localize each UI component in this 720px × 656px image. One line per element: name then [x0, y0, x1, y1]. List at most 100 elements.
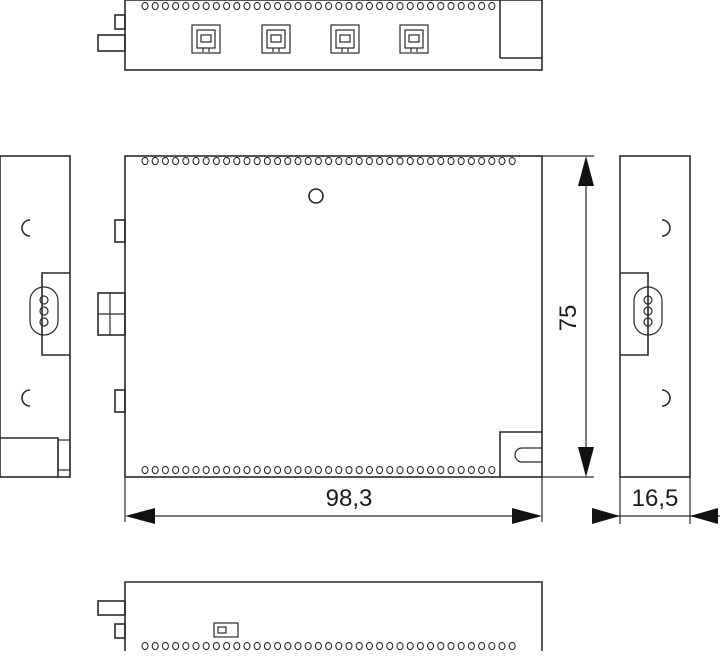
vent-hole — [437, 1, 445, 11]
vent-hole — [376, 641, 384, 651]
vent-hole — [386, 465, 394, 475]
vent-hole — [427, 1, 435, 11]
vent-hole — [212, 641, 220, 651]
bottom-view-left-plug — [97, 600, 126, 616]
bottom-view-vent-holes — [141, 641, 516, 651]
vent-hole — [274, 156, 282, 166]
vent-hole — [457, 641, 465, 651]
vent-hole — [508, 641, 516, 651]
vent-hole — [172, 641, 180, 651]
vent-hole — [447, 641, 455, 651]
vent-hole — [243, 156, 251, 166]
vent-hole — [396, 465, 404, 475]
right-view-pin — [643, 306, 653, 316]
vent-hole — [396, 641, 404, 651]
vent-hole — [467, 641, 475, 651]
socket — [191, 24, 221, 54]
socket-frame — [261, 24, 291, 54]
vent-hole — [467, 156, 475, 166]
vent-hole — [182, 156, 190, 166]
left-view-pin — [39, 295, 49, 305]
vent-hole — [294, 465, 302, 475]
vent-hole — [243, 465, 251, 475]
vent-hole — [192, 156, 200, 166]
vent-hole — [406, 641, 414, 651]
top-view-sockets — [191, 24, 429, 54]
vent-hole — [416, 156, 424, 166]
front-view-corner-bracket — [499, 431, 542, 477]
arrowhead — [125, 508, 155, 524]
vent-hole — [284, 641, 292, 651]
socket — [399, 24, 429, 54]
vent-hole — [192, 1, 200, 11]
vent-hole — [182, 465, 190, 475]
bottom-view-switch — [213, 622, 239, 638]
vent-hole — [325, 156, 333, 166]
vent-hole — [355, 641, 363, 651]
vent-hole — [304, 156, 312, 166]
vent-hole — [202, 156, 210, 166]
vent-hole — [325, 641, 333, 651]
vent-hole — [335, 465, 343, 475]
vent-hole — [365, 156, 373, 166]
vent-hole — [488, 465, 496, 475]
arrowhead — [592, 508, 620, 524]
socket — [261, 24, 291, 54]
socket-inner — [266, 29, 286, 49]
vent-hole — [223, 465, 231, 475]
vent-hole — [284, 465, 292, 475]
vent-hole — [478, 641, 486, 651]
socket-contact — [200, 34, 212, 43]
vent-hole — [202, 465, 210, 475]
vent-hole — [365, 641, 373, 651]
socket-frame — [330, 24, 360, 54]
dimension-width: 98,3 — [124, 477, 543, 524]
vent-hole — [253, 156, 261, 166]
vent-hole — [498, 156, 506, 166]
vent-hole — [141, 465, 149, 475]
vent-hole — [427, 156, 435, 166]
vent-hole — [386, 156, 394, 166]
vent-hole — [325, 1, 333, 11]
vent-hole — [182, 641, 190, 651]
vent-hole — [233, 1, 241, 11]
right-view-connector-housing — [620, 272, 649, 356]
vent-hole — [406, 156, 414, 166]
vent-hole — [488, 641, 496, 651]
left-view-pin — [39, 306, 49, 316]
vent-hole — [233, 641, 241, 651]
vent-hole — [182, 1, 190, 11]
socket-contact — [339, 34, 351, 43]
vent-hole — [314, 465, 322, 475]
vent-hole — [274, 1, 282, 11]
right-view-pin — [643, 295, 653, 305]
left-side-view — [0, 155, 71, 478]
vent-hole — [478, 465, 486, 475]
vent-hole — [345, 1, 353, 11]
vent-hole — [151, 465, 159, 475]
left-view-connector-oval — [29, 286, 59, 336]
vent-hole — [304, 465, 312, 475]
front-view-left-tab — [114, 389, 126, 413]
socket-inner — [335, 29, 355, 49]
vent-hole — [437, 641, 445, 651]
vent-hole — [172, 156, 180, 166]
right-view-clip-hook — [661, 219, 671, 237]
vent-hole — [467, 465, 475, 475]
socket-contact — [270, 34, 282, 43]
left-view-foot-tab — [57, 439, 71, 471]
arrowhead — [512, 508, 542, 524]
vent-hole — [223, 641, 231, 651]
vent-hole — [355, 465, 363, 475]
vent-hole — [447, 1, 455, 11]
socket-inner — [196, 29, 216, 49]
vent-hole — [294, 1, 302, 11]
bottom-view-body — [124, 581, 543, 651]
vent-hole — [233, 156, 241, 166]
arrowhead — [578, 156, 594, 186]
vent-hole — [457, 156, 465, 166]
right-side-view — [619, 155, 691, 478]
vent-hole — [345, 465, 353, 475]
left-view-body — [0, 155, 71, 478]
left-view-clip-hook — [21, 219, 31, 237]
